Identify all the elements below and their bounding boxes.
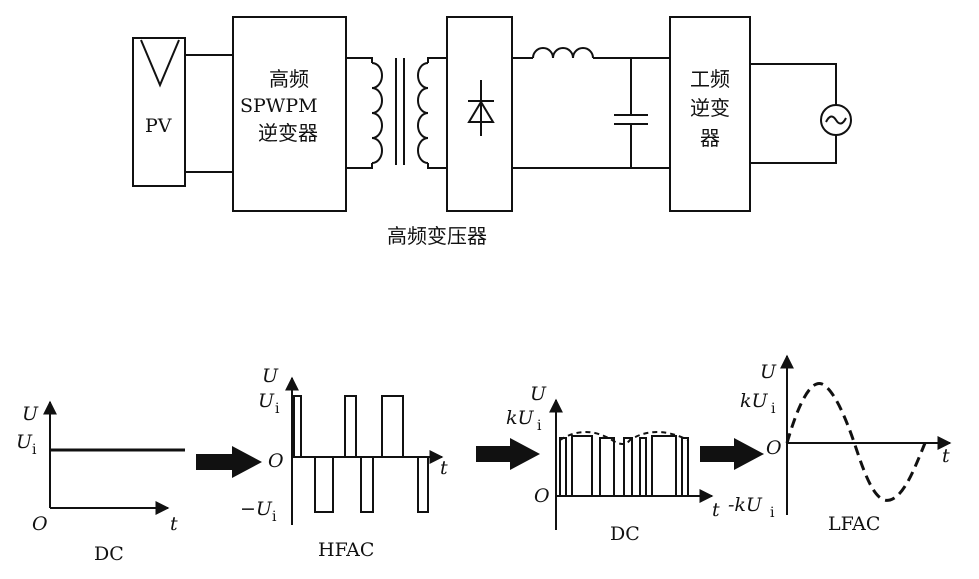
hf-spwpm-inverter: 高频 SPWPM 逆变器 bbox=[232, 16, 347, 212]
lfac-sine bbox=[785, 382, 927, 502]
dc-in-y-label: U bbox=[22, 403, 39, 425]
hfac-waveform bbox=[293, 395, 429, 513]
graph-hfac: U U i O −U i t HFAC bbox=[240, 365, 448, 561]
hf-transformer: 高频变压器 bbox=[371, 58, 487, 248]
circuit-diagram: PV 高频 SPWPM 逆变器 高频变压器 bbox=[132, 16, 852, 248]
rectified-pulses bbox=[559, 435, 689, 496]
lf-inverter-label-1: 工频 bbox=[690, 67, 730, 91]
rectifier bbox=[446, 16, 513, 212]
lfac-y-label: U bbox=[760, 361, 777, 383]
dc-rect-y-label: U bbox=[530, 383, 547, 405]
dc-in-caption: DC bbox=[94, 543, 124, 565]
pv-panel: PV bbox=[132, 37, 186, 187]
dc-capacitor bbox=[614, 58, 648, 168]
dc-rect-level-sub: i bbox=[537, 418, 542, 434]
hf-inverter-label-2: SPWPM bbox=[240, 95, 318, 117]
dc-rect-x-label: t bbox=[712, 499, 720, 521]
hfac-top-sub: i bbox=[275, 401, 280, 417]
output-inductor bbox=[512, 47, 670, 59]
hf-inverter-label-3: 逆变器 bbox=[258, 121, 318, 145]
graph-dc-rectified: U kU i O t DC bbox=[506, 383, 720, 545]
dc-rect-origin: O bbox=[534, 485, 550, 507]
lfac-bottom-label: -kU bbox=[728, 494, 763, 516]
hfac-top-label: U bbox=[258, 390, 275, 412]
lfac-bottom-sub: i bbox=[770, 505, 775, 521]
hfac-caption: HFAC bbox=[318, 539, 374, 561]
lf-inverter-label-3: 器 bbox=[700, 126, 720, 150]
dc-in-origin: O bbox=[32, 513, 48, 535]
ac-grid-icon bbox=[820, 104, 852, 136]
flow-arrows bbox=[196, 438, 764, 478]
lfac-caption: LFAC bbox=[828, 513, 880, 535]
hfac-bottom-sub: i bbox=[272, 509, 277, 525]
hfac-x-label: t bbox=[440, 457, 448, 479]
lfac-origin: O bbox=[766, 437, 782, 459]
dc-rect-level-label: kU bbox=[506, 407, 535, 429]
pv-label: PV bbox=[145, 115, 172, 137]
dc-in-x-label: t bbox=[170, 513, 178, 535]
graph-dc-input: U U i O t DC bbox=[16, 400, 185, 565]
lfac-top-sub: i bbox=[771, 401, 776, 417]
lfac-top-label: kU bbox=[740, 390, 769, 412]
rectified-envelope bbox=[559, 431, 689, 445]
graph-lfac: U kU i O -kU i t LFAC bbox=[728, 354, 952, 535]
hfac-y-label: U bbox=[262, 365, 279, 387]
block-arrow-2 bbox=[476, 438, 540, 470]
hfac-bottom-label: −U bbox=[240, 498, 273, 520]
dc-in-level-label: U bbox=[16, 431, 33, 453]
hfac-origin: O bbox=[268, 450, 284, 472]
block-arrow-3 bbox=[700, 438, 764, 470]
dc-in-level-sub: i bbox=[32, 442, 37, 458]
transformer-caption: 高频变压器 bbox=[387, 224, 487, 248]
lfac-x-label: t bbox=[942, 445, 950, 467]
hf-inverter-label-1: 高频 bbox=[269, 67, 309, 91]
lf-inverter: 工频 逆变 器 bbox=[669, 16, 751, 212]
lf-inverter-label-2: 逆变 bbox=[690, 96, 730, 120]
dc-rect-caption: DC bbox=[610, 523, 640, 545]
block-arrow-1 bbox=[196, 446, 262, 478]
